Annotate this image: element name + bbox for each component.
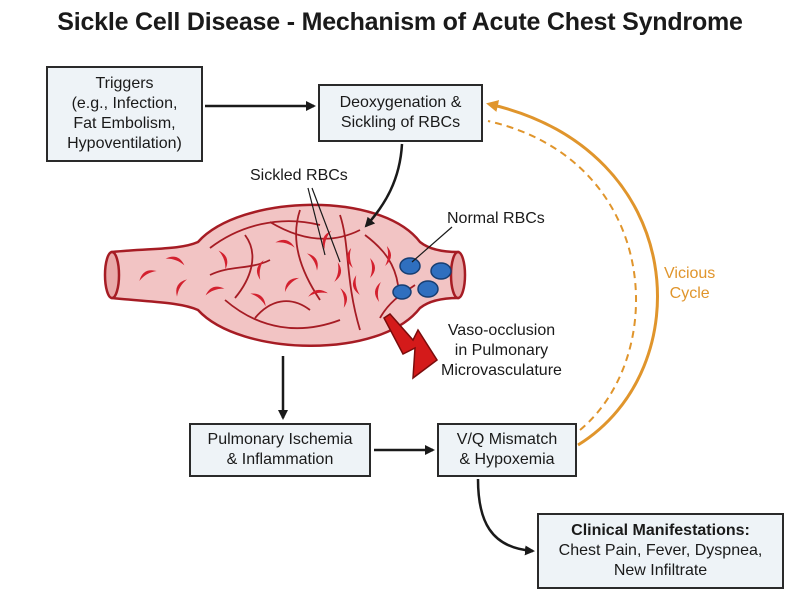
vaso-line: in Pulmonary	[454, 342, 549, 359]
normal-cell	[417, 280, 439, 298]
arrow-vq-to-clinical	[476, 478, 535, 556]
sickled-rbcs-label: Sickled RBCs	[250, 167, 348, 184]
vaso-occlusion-arrow	[383, 313, 439, 380]
deoxygenation-line: Sickling of RBCs	[340, 114, 461, 131]
sickle-cell	[375, 282, 381, 302]
normal-rbcs	[392, 257, 452, 300]
normal-pointer-line	[411, 226, 453, 263]
sickle-cell	[205, 286, 225, 296]
vq-mismatch-box: V/Q Mismatch & Hypoxemia	[437, 423, 577, 477]
sickle-cell	[284, 277, 300, 293]
sickle-cell	[322, 230, 332, 250]
sickle-cell	[385, 246, 391, 266]
vaso-line: Microvasculature	[441, 362, 562, 379]
sickle-cell	[275, 239, 295, 248]
sickle-cell	[250, 293, 266, 307]
sickled-pointer-line	[307, 187, 326, 256]
normal-cell	[430, 262, 452, 280]
label-pointers	[307, 187, 453, 263]
clinical-manifestations-box: Clinical Manifestations: Chest Pain, Fev…	[537, 513, 784, 589]
sickle-cell	[370, 258, 375, 278]
sickle-cell	[334, 262, 342, 282]
triggers-box: Triggers (e.g., Infection, Fat Embolism,…	[46, 66, 203, 162]
vq-line: V/Q Mismatch	[456, 431, 558, 448]
triggers-line: Fat Embolism,	[73, 115, 176, 132]
normal-cell	[399, 257, 421, 275]
sickle-cell	[340, 288, 348, 308]
sickle-cell	[176, 279, 187, 297]
vaso-occlusion-label: Vaso-occlusion in Pulmonary Microvascula…	[441, 321, 562, 381]
capillary-network	[209, 209, 416, 331]
sickle-cell	[165, 256, 185, 266]
vq-line: & Hypoxemia	[459, 451, 555, 468]
ischemia-box: Pulmonary Ischemia & Inflammation	[189, 423, 371, 477]
vessel-left-opening	[103, 250, 121, 300]
vicious-cycle-arc-dashed	[487, 120, 638, 431]
normal-rbcs-label: Normal RBCs	[447, 210, 545, 227]
sickle-cell	[139, 270, 157, 281]
flow-arrows	[205, 101, 535, 556]
vicious-line: Vicious	[664, 265, 716, 282]
vaso-line: Vaso-occlusion	[447, 322, 556, 339]
vicious-cycle	[486, 100, 659, 447]
deoxygenation-line: Deoxygenation &	[339, 94, 462, 111]
vicious-line: Cycle	[669, 285, 710, 302]
normal-cell	[392, 284, 412, 300]
deoxygenation-box: Deoxygenation & Sickling of RBCs	[318, 84, 483, 142]
ischemia-line: Pulmonary Ischemia	[207, 431, 353, 448]
vicious-cycle-label: Vicious Cycle	[664, 264, 715, 304]
sickle-cell	[218, 250, 228, 270]
sickle-cell	[256, 260, 264, 280]
clinical-line: New Infiltrate	[613, 562, 708, 579]
triggers-line: (e.g., Infection,	[71, 95, 178, 112]
vessel-wall	[110, 203, 460, 347]
sickled-rbcs	[139, 230, 391, 308]
page-title: Sickle Cell Disease - Mechanism of Acute…	[57, 8, 743, 36]
clinical-header: Clinical Manifestations:	[571, 522, 750, 539]
clinical-line: Chest Pain, Fever, Dyspnea,	[558, 542, 763, 559]
sickle-cell	[352, 275, 360, 295]
triggers-line: Triggers	[95, 75, 154, 92]
sickle-cell	[307, 253, 318, 271]
blood-vessel	[103, 203, 467, 347]
arrow-deoxygenation-to-vessel	[364, 143, 404, 228]
triggers-line: Hypoventilation)	[67, 135, 182, 152]
vicious-cycle-arc-solid	[486, 100, 659, 447]
vessel-right-opening	[449, 250, 467, 300]
ischemia-line: & Inflammation	[226, 451, 334, 468]
sickle-cell	[308, 289, 328, 297]
sickled-pointer-line	[311, 187, 341, 263]
sickle-cell	[347, 248, 353, 268]
